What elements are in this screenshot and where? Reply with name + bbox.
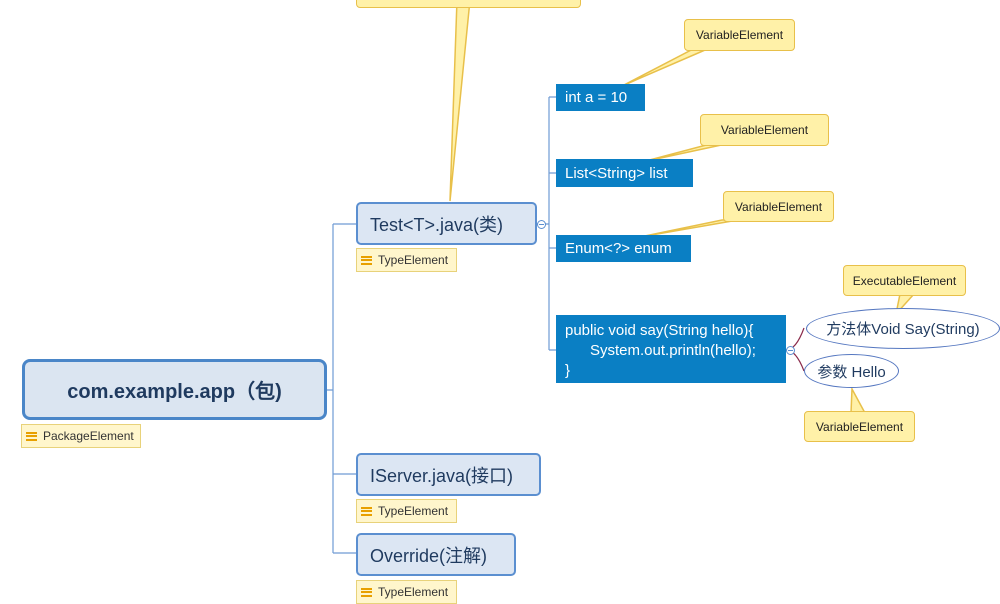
field-node-enum[interactable]: Enum<?> enum (556, 235, 691, 262)
annotation-node-label: Override(注解) (370, 545, 488, 566)
field-node-a[interactable]: int a = 10 (556, 84, 645, 111)
callout-variable-element: VariableElement (723, 191, 834, 222)
method-line: System.out.println(hello); (565, 342, 756, 359)
tag-icon (26, 431, 37, 441)
method-body-node[interactable]: 方法体Void Say(String) (806, 308, 1000, 349)
package-element-tag: PackageElement (21, 424, 141, 448)
tag-icon (361, 255, 372, 265)
annotation-node-override[interactable]: Override(注解) (356, 533, 516, 576)
callout-pointer-param (850, 386, 867, 414)
method-line: } (565, 362, 571, 379)
tag-icon (361, 506, 372, 516)
callout-pointer-top (449, 0, 471, 202)
callout-variable-element: VariableElement (684, 19, 795, 51)
callout-executable-element: ExecutableElement (843, 265, 966, 296)
tag-icon (361, 587, 372, 597)
root-package-node[interactable]: com.example.app（包) (22, 359, 327, 420)
type-element-tag: TypeElement (356, 248, 457, 272)
param-node-hello[interactable]: 参数 Hello (804, 354, 899, 388)
collapse-toggle-test[interactable] (537, 220, 546, 229)
tag-label: PackageElement (43, 429, 134, 443)
tag-label: TypeElement (378, 253, 449, 267)
class-node-test[interactable]: Test<T>.java(类) (356, 202, 537, 245)
callout-variable-element: VariableElement (700, 114, 829, 146)
class-node-label: Test<T>.java(类) (370, 214, 504, 235)
collapse-toggle-method[interactable] (786, 346, 795, 355)
type-element-tag: TypeElement (356, 580, 457, 604)
callout-pointer-a (621, 46, 713, 87)
tag-label: TypeElement (378, 504, 449, 518)
method-line: public void say(String hello){ (565, 322, 754, 339)
interface-node-iserver[interactable]: IServer.java(接口) (356, 453, 541, 496)
tag-label: TypeElement (378, 585, 449, 599)
type-element-tag: TypeElement (356, 499, 457, 523)
callout-variable-element: VariableElement (804, 411, 915, 442)
interface-node-label: IServer.java(接口) (370, 465, 514, 486)
field-node-list[interactable]: List<String> list (556, 159, 693, 187)
callout-top-partial (356, 0, 581, 8)
method-node-say[interactable]: public void say(String hello){ System.ou… (556, 315, 786, 383)
